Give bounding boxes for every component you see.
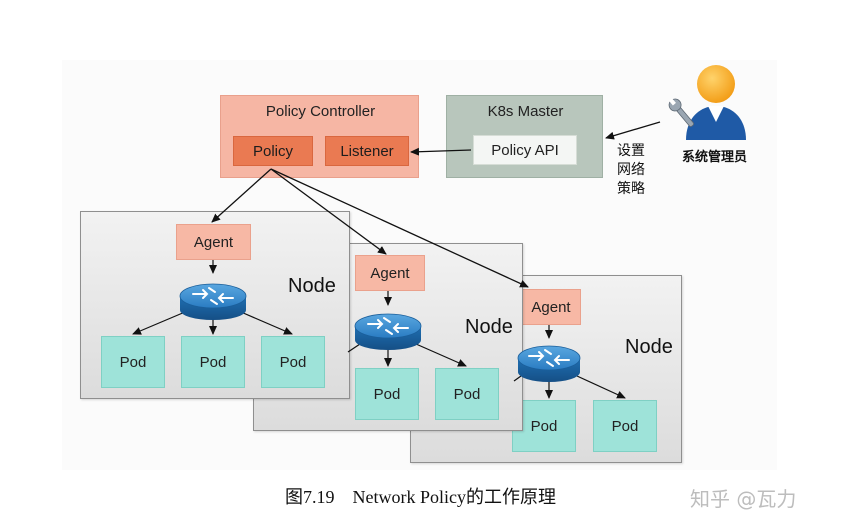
node-1-pod-3: Pod bbox=[261, 336, 325, 388]
admin-action-note: 设置 网络 策略 bbox=[617, 142, 645, 199]
node-2-router-to-pod-1 bbox=[347, 343, 361, 353]
node-1-router-to-pod-3 bbox=[240, 311, 293, 335]
node-3-router-to-pod-3 bbox=[576, 375, 626, 399]
node-3-router-to-pod-1 bbox=[513, 375, 522, 382]
policy-controller: Policy Controller Policy Listener bbox=[220, 95, 419, 178]
node-2-pod-2: Pod bbox=[355, 368, 419, 420]
node-3-pod-3: Pod bbox=[593, 400, 657, 452]
node-2-label: Node bbox=[465, 316, 513, 338]
node-1-router-icon bbox=[179, 283, 247, 320]
node-1-label: Node bbox=[288, 275, 336, 297]
policy-controller-title: Policy Controller bbox=[265, 103, 376, 120]
node-1-router-to-pod-1 bbox=[132, 311, 186, 335]
node-2-router-icon bbox=[354, 313, 422, 350]
figure-caption: 图7.19 Network Policy的工作原理 bbox=[285, 487, 556, 507]
admin-action-line-1: 设置 bbox=[617, 143, 645, 159]
policy-to-agent-1 bbox=[211, 168, 272, 223]
policy-api-chip: Policy API bbox=[473, 135, 577, 165]
policy-to-agent-3 bbox=[270, 168, 529, 288]
policy-chip: Policy bbox=[233, 136, 313, 166]
k8s-master: K8s Master Policy API bbox=[446, 95, 603, 178]
k8s-master-title: K8s Master bbox=[487, 103, 564, 120]
node-1-pod-1: Pod bbox=[101, 336, 165, 388]
watermark: 知乎 @瓦力 bbox=[690, 487, 797, 511]
node-3-agent: Agent bbox=[521, 289, 581, 325]
wrench-icon bbox=[668, 98, 694, 127]
admin-action-line-3: 策略 bbox=[617, 181, 645, 197]
node-2-agent: Agent bbox=[355, 255, 425, 291]
api-to-listener-arrow bbox=[410, 147, 472, 156]
admin-label: 系统管理员 bbox=[682, 150, 748, 165]
admin-user-icon bbox=[686, 65, 746, 140]
admin-action-line-2: 网络 bbox=[617, 162, 645, 178]
listener-chip: Listener bbox=[325, 136, 409, 166]
node-1-agent: Agent bbox=[176, 224, 251, 260]
node-3-router-icon bbox=[517, 345, 581, 382]
node-3-label: Node bbox=[625, 336, 673, 358]
node-1-pod-2: Pod bbox=[181, 336, 245, 388]
node-2-router-to-pod-3 bbox=[415, 343, 467, 367]
policy-to-agent-2 bbox=[270, 168, 387, 255]
admin-to-master-arrow bbox=[605, 121, 661, 140]
node-2-pod-3: Pod bbox=[435, 368, 499, 420]
